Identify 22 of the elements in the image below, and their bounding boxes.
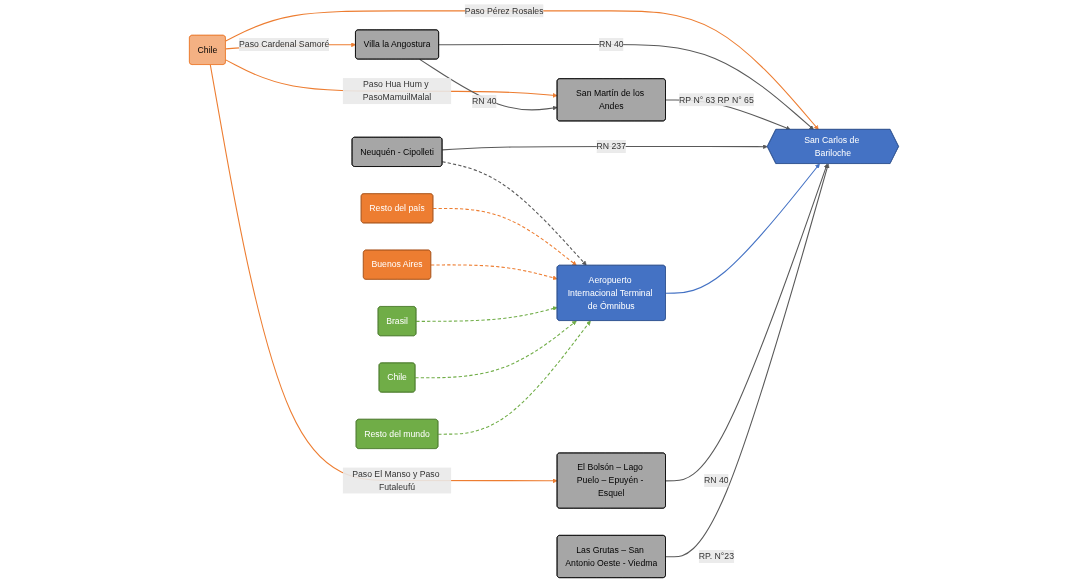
- edge-label: RN 40: [598, 39, 624, 49]
- arrow: [432, 207, 577, 266]
- arrow: [209, 64, 558, 484]
- arrow: [414, 320, 577, 379]
- arrow: [437, 320, 591, 435]
- edge-label: RN 237: [596, 141, 626, 151]
- arrow: [665, 163, 830, 558]
- edge-label: RP N° 63 RP N° 65: [679, 94, 754, 105]
- arrow: [430, 264, 558, 281]
- edge-label: RN 40: [472, 96, 497, 106]
- edge-label: RN 40: [704, 475, 729, 485]
- arrow: [665, 163, 829, 482]
- arrow: [419, 58, 558, 111]
- arrow: [415, 306, 558, 322]
- edge-label: RP. N°23: [698, 551, 734, 561]
- arrow: [441, 144, 768, 151]
- arrow: [665, 163, 820, 294]
- arrow: [441, 161, 587, 266]
- edge-label: Paso Cardenal Samoré: [239, 39, 330, 49]
- edge-label: Paso Hua Hum y PasoMamuilMalal: [362, 79, 432, 102]
- edge-label: Paso Pérez Rosales: [464, 5, 544, 16]
- edge-label: Paso El Manso y Paso Futaleufú: [352, 469, 440, 492]
